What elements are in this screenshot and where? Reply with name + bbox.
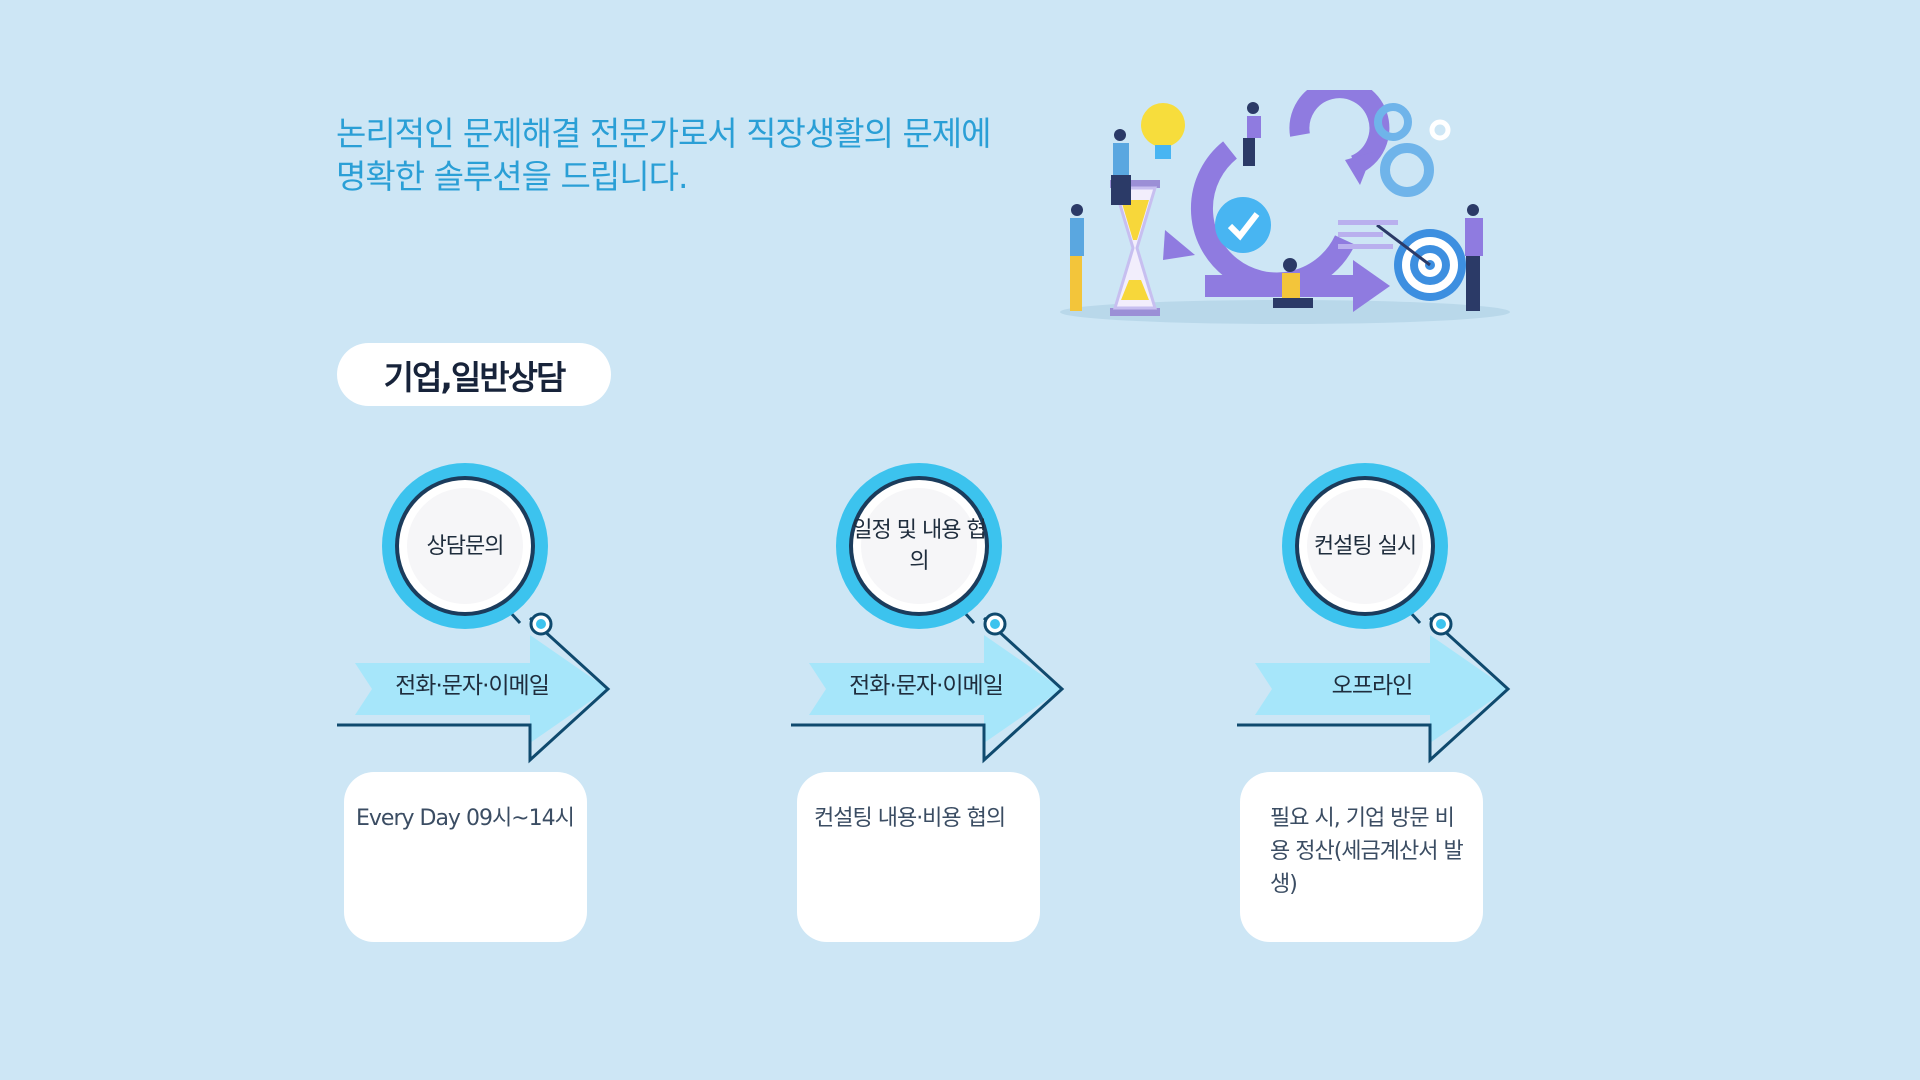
intro-text: 논리적인 문제해결 전문가로서 직장생활의 문제에 명확한 솔루션을 드립니다. xyxy=(336,112,992,198)
section-title-pill: 기업,일반상담 xyxy=(337,343,611,406)
step-3-circle-label: 컨설팅 실시 xyxy=(1313,533,1417,559)
step-3-graphic xyxy=(1237,463,1511,764)
step-3-desc: 필요 시, 기업 방문 비용 정산(세금계산서 발생) xyxy=(1270,806,1464,897)
step-1-arrow-label: 전화·문자·이메일 xyxy=(395,673,550,699)
step-2-arrow-label: 전화·문자·이메일 xyxy=(849,673,1004,699)
intro-line-1: 논리적인 문제해결 전문가로서 직장생활의 문제에 xyxy=(336,114,992,153)
step-2-desc-card: 컨설팅 내용·비용 협의 xyxy=(797,772,1040,942)
step-2-circle-label: 일정 및 내용 협의 xyxy=(852,518,986,574)
intro-line-2: 명확한 솔루션을 드립니다. xyxy=(336,157,688,196)
section-title: 기업,일반상담 xyxy=(383,357,567,397)
step-1-graphic xyxy=(337,463,611,764)
step-3-desc-card: 필요 시, 기업 방문 비용 정산(세금계산서 발생) xyxy=(1240,772,1483,942)
step-1-circle-label: 상담문의 xyxy=(426,533,505,559)
step-2-desc: 컨설팅 내용·비용 협의 xyxy=(814,806,1006,831)
step-1-desc-card: Every Day 09시~14시 xyxy=(344,772,587,942)
step-2: 일정 및 내용 협의 전화·문자·이메일 xyxy=(791,455,1091,765)
step-2-graphic xyxy=(791,463,1065,764)
step-3-arrow-label: 오프라인 xyxy=(1331,673,1414,699)
step-1: 상담문의 전화·문자·이메일 xyxy=(337,455,637,765)
step-3: 컨설팅 실시 오프라인 xyxy=(1237,455,1537,765)
teamwork-illustration xyxy=(1060,90,1510,324)
step-1-desc: Every Day 09시~14시 xyxy=(356,806,575,831)
